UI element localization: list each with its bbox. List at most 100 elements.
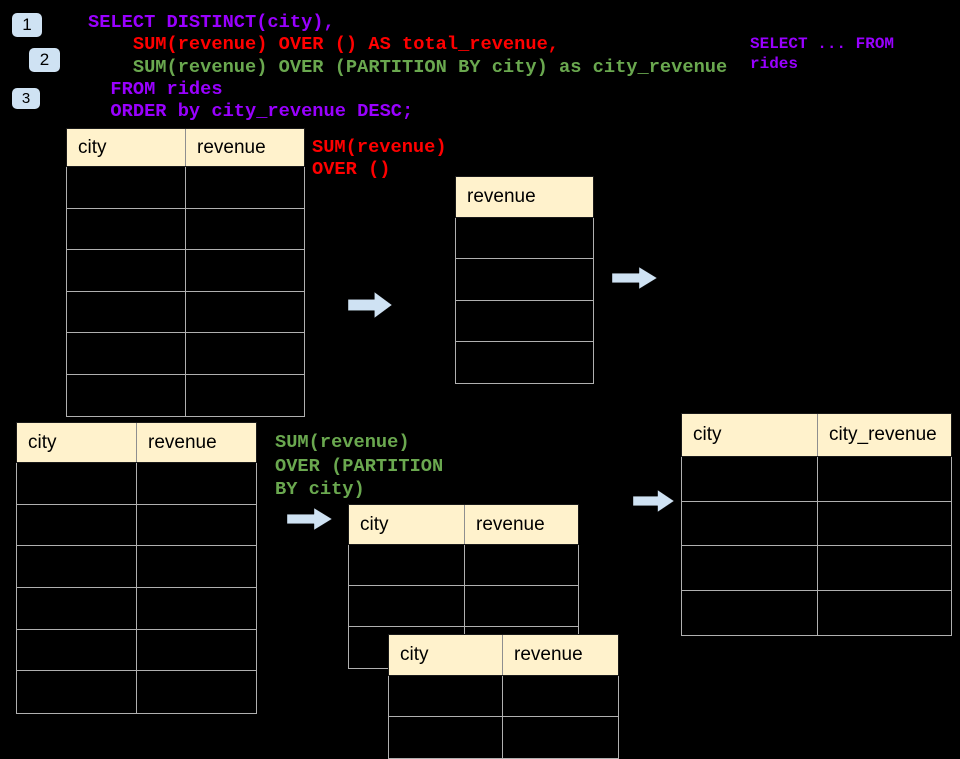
- empty-cell: [137, 463, 256, 505]
- table-row: [67, 250, 304, 292]
- arrow-total-to-result-icon: [612, 267, 657, 289]
- table-row: [682, 457, 951, 502]
- step-badge-2: 2: [29, 48, 60, 72]
- column-header-revenue: revenue: [197, 136, 266, 158]
- table-header-row: city city_revenue: [681, 413, 952, 457]
- table-row: [17, 504, 256, 547]
- empty-cell: [17, 546, 137, 589]
- empty-cell: [818, 457, 951, 502]
- empty-cell: [818, 502, 951, 546]
- table-row: [17, 463, 256, 505]
- code-line: SELECT DISTINCT(city),: [88, 11, 335, 33]
- empty-cell: [682, 590, 818, 635]
- empty-cell: [137, 671, 256, 713]
- table-row: [67, 374, 304, 417]
- empty-cell: [456, 218, 593, 260]
- empty-cell: [17, 629, 137, 672]
- empty-cell: [137, 505, 256, 547]
- empty-cell: [503, 676, 618, 717]
- table-header-row: revenue: [455, 176, 594, 218]
- table-row: [67, 167, 304, 209]
- column-header-revenue: revenue: [467, 186, 536, 207]
- table-body: [455, 218, 594, 385]
- empty-cell: [349, 545, 465, 586]
- table-row: [389, 676, 618, 717]
- code-line: SUM(revenue): [275, 431, 410, 453]
- column-header-city: city: [67, 129, 186, 166]
- column-header-city: city: [349, 505, 465, 544]
- empty-cell: [503, 717, 618, 758]
- code-line: SUM(revenue) OVER () AS total_revenue,: [88, 33, 560, 56]
- empty-cell: [389, 717, 503, 758]
- arrow-rides-to-partition-icon: [287, 508, 332, 530]
- code-line: SUM(revenue): [312, 136, 447, 158]
- arrow-partition-to-result-icon: [633, 490, 674, 512]
- table-row: [682, 590, 951, 636]
- empty-cell: [17, 588, 137, 630]
- table-city-revenue-result: city city_revenue: [681, 413, 952, 636]
- table-row: [67, 333, 304, 375]
- table-row: [349, 586, 578, 627]
- table-row: [17, 671, 256, 714]
- empty-cell: [186, 250, 304, 292]
- table-header-row: city revenue: [388, 634, 619, 676]
- table-row: [682, 501, 951, 546]
- step-badge-1: 1: [12, 13, 42, 37]
- empty-cell: [456, 342, 593, 383]
- slide-canvas: 1 2 3 SELECT DISTINCT(city), SUM(revenue…: [12, 11, 952, 759]
- empty-cell: [137, 630, 256, 672]
- column-header-city: city: [389, 635, 503, 675]
- column-header-city_revenue: city_revenue: [829, 424, 937, 445]
- empty-cell: [17, 463, 137, 505]
- arrow-rides-to-total-icon: [348, 292, 392, 318]
- table-row: [17, 588, 256, 630]
- empty-cell: [682, 546, 818, 591]
- table-row: [456, 301, 593, 342]
- code-line: OVER (): [312, 158, 391, 181]
- table-row: [67, 208, 304, 250]
- table-row: [389, 717, 618, 758]
- empty-cell: [67, 167, 186, 209]
- code-line: OVER (PARTITION: [275, 454, 444, 477]
- empty-cell: [389, 676, 503, 717]
- column-header-city: city: [17, 423, 137, 462]
- column-header-city: city: [682, 414, 818, 456]
- column-header-revenue: revenue: [514, 644, 583, 665]
- column-header-revenue: revenue: [148, 431, 217, 453]
- table-row: [456, 342, 593, 383]
- table-rides-city-revenue: city revenue: [66, 128, 305, 417]
- table-body: [66, 167, 305, 417]
- table-row: [17, 629, 256, 672]
- table-row: [682, 546, 951, 591]
- empty-cell: [17, 671, 137, 714]
- table-rides-city-revenue-partition: city revenue: [16, 422, 257, 715]
- table-body: [16, 463, 257, 715]
- sql-query-code: SELECT DISTINCT(city), SUM(revenue) OVER…: [88, 11, 727, 122]
- empty-cell: [465, 545, 578, 586]
- empty-cell: [186, 375, 304, 417]
- code-line: BY city): [275, 478, 365, 500]
- table-header-row: city revenue: [16, 422, 257, 463]
- column-header-revenue: revenue: [476, 513, 545, 535]
- empty-cell: [818, 591, 951, 636]
- code-line: SUM(revenue) OVER (PARTITION BY city) as…: [88, 55, 728, 78]
- empty-cell: [186, 209, 304, 250]
- table-row: [67, 291, 304, 333]
- empty-cell: [349, 586, 465, 627]
- table-partition-intermediate-front: city revenue: [388, 634, 619, 759]
- table-body: [388, 676, 619, 759]
- empty-cell: [67, 250, 186, 292]
- table-row: [456, 218, 593, 260]
- empty-cell: [67, 374, 186, 416]
- table-partition-intermediate: city revenue: [348, 504, 579, 669]
- empty-cell: [67, 333, 186, 375]
- empty-cell: [17, 504, 137, 547]
- code-line: ORDER by city_revenue DESC;: [88, 100, 414, 123]
- table-body: [681, 457, 952, 636]
- step-badge-3: 3: [12, 88, 40, 109]
- empty-cell: [456, 259, 593, 301]
- empty-cell: [186, 292, 304, 333]
- table-total-revenue: revenue: [455, 176, 594, 385]
